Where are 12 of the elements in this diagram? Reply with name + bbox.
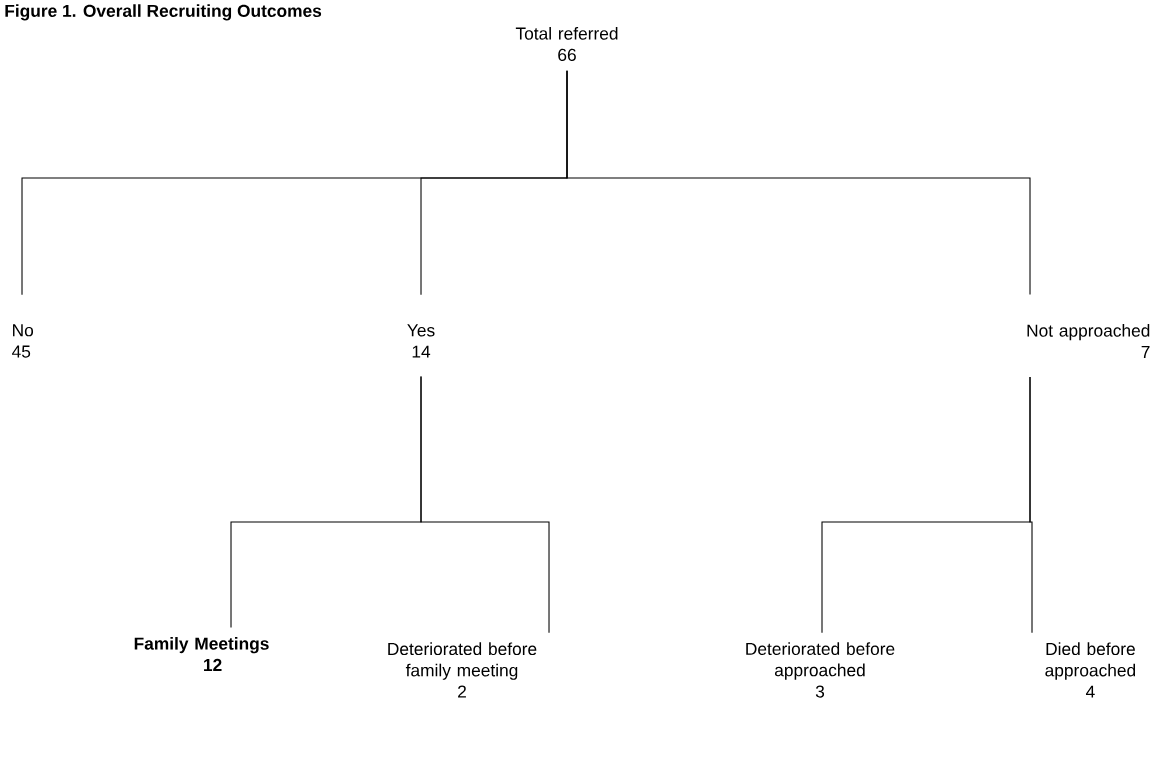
outcome-label: Yes 14 — [407, 324, 435, 358]
outcome-label: Deteriorated before family meeting 2 — [388, 642, 537, 698]
outcome-label: Not approached 7 — [1027, 324, 1150, 358]
outcome-label: No 45 — [12, 324, 34, 358]
outcome-label: Died before approached 4 — [1045, 642, 1136, 698]
outcome-label: Total referred 66 — [515, 26, 618, 61]
outcome-label: Deteriorated before approached 3 — [746, 642, 895, 698]
tree-connector — [420, 376, 550, 634]
outcome-label: Family Meetings 12 — [134, 637, 269, 671]
tree-connector — [566, 70, 1031, 295]
figure-title: Figure 1. Overall Recruiting Outcomes — [5, 4, 322, 21]
tree-connector — [1029, 376, 1033, 634]
